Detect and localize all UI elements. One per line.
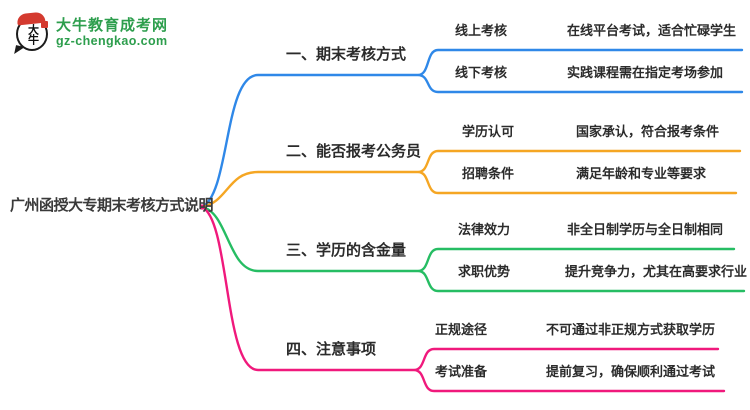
subtopic-label: 线下考核 — [455, 65, 508, 80]
subtopic-label: 招聘条件 — [462, 166, 515, 181]
branch-1-label: 一、期末考核方式 — [286, 46, 407, 63]
site-domain: gz-chengkao.com — [56, 34, 168, 48]
subtopic-label: 学历认可 — [462, 124, 515, 139]
subtopic-desc: 提前复习，确保顺利通过考试 — [546, 364, 716, 379]
subtopic-label: 线上考核 — [455, 23, 508, 38]
branch-3-label: 三、学历的含金量 — [286, 242, 407, 259]
subtopic-label: 考试准备 — [435, 364, 488, 379]
subtopic-desc: 在线平台考试，适合忙碌学生 — [567, 23, 737, 38]
branch-1-subtopic-2: 线下考核 实践课程需在指定考场参加 — [0, 64, 750, 82]
logo-red-seal — [41, 21, 48, 28]
root-anchor-dot — [199, 204, 205, 210]
subtopic-desc: 国家承认，符合报考条件 — [576, 124, 720, 139]
site-logo: 大牛 大牛教育成考网 gz-chengkao.com — [14, 11, 168, 56]
branch-4-subtopic-1: 正规途径 不可通过非正规方式获取学历 — [0, 321, 750, 339]
subtopic-desc: 满足年龄和专业等要求 — [576, 166, 707, 181]
branch-1-subtopic-1: 线上考核 在线平台考试，适合忙碌学生 — [0, 22, 750, 40]
branch-4-label: 四、注意事项 — [286, 341, 377, 358]
subtopic-desc: 非全日制学历与全日制相同 — [567, 222, 724, 237]
branch-3-subtopic-2: 求职优势 提升竞争力，尤其在高要求行业 — [0, 263, 750, 281]
daniu-cow-logo-icon: 大牛 — [14, 11, 48, 56]
branch-3-subtopic-1: 法律效力 非全日制学历与全日制相同 — [0, 221, 750, 239]
subtopic-label: 法律效力 — [458, 222, 511, 237]
branch-2-subtopic-1: 学历认可 国家承认，符合报考条件 — [0, 123, 750, 141]
subtopic-desc: 实践课程需在指定考场参加 — [567, 65, 724, 80]
site-name: 大牛教育成考网 — [56, 17, 169, 34]
subtopic-label: 正规途径 — [435, 322, 488, 337]
subtopic-desc: 不可通过非正规方式获取学历 — [546, 322, 716, 337]
logo-hanzi-text: 大牛 — [26, 24, 39, 44]
branch-4-lines — [200, 205, 726, 393]
branch-1-lines — [200, 48, 744, 209]
subtopic-desc: 提升竞争力，尤其在高要求行业 — [565, 264, 748, 279]
branch-2-label: 二、能否报考公务员 — [286, 143, 422, 160]
logo-text-block: 大牛教育成考网 gz-chengkao.com — [56, 13, 168, 49]
mindmap-root-title: 广州函授大专期末考核方式说明 — [10, 197, 214, 214]
branch-2-subtopic-2: 招聘条件 满足年龄和专业等要求 — [0, 165, 750, 183]
branch-4-subtopic-2: 考试准备 提前复习，确保顺利通过考试 — [0, 363, 750, 381]
branch-2-lines — [200, 149, 742, 209]
branch-3-lines — [200, 205, 746, 293]
subtopic-label: 求职优势 — [458, 264, 511, 279]
